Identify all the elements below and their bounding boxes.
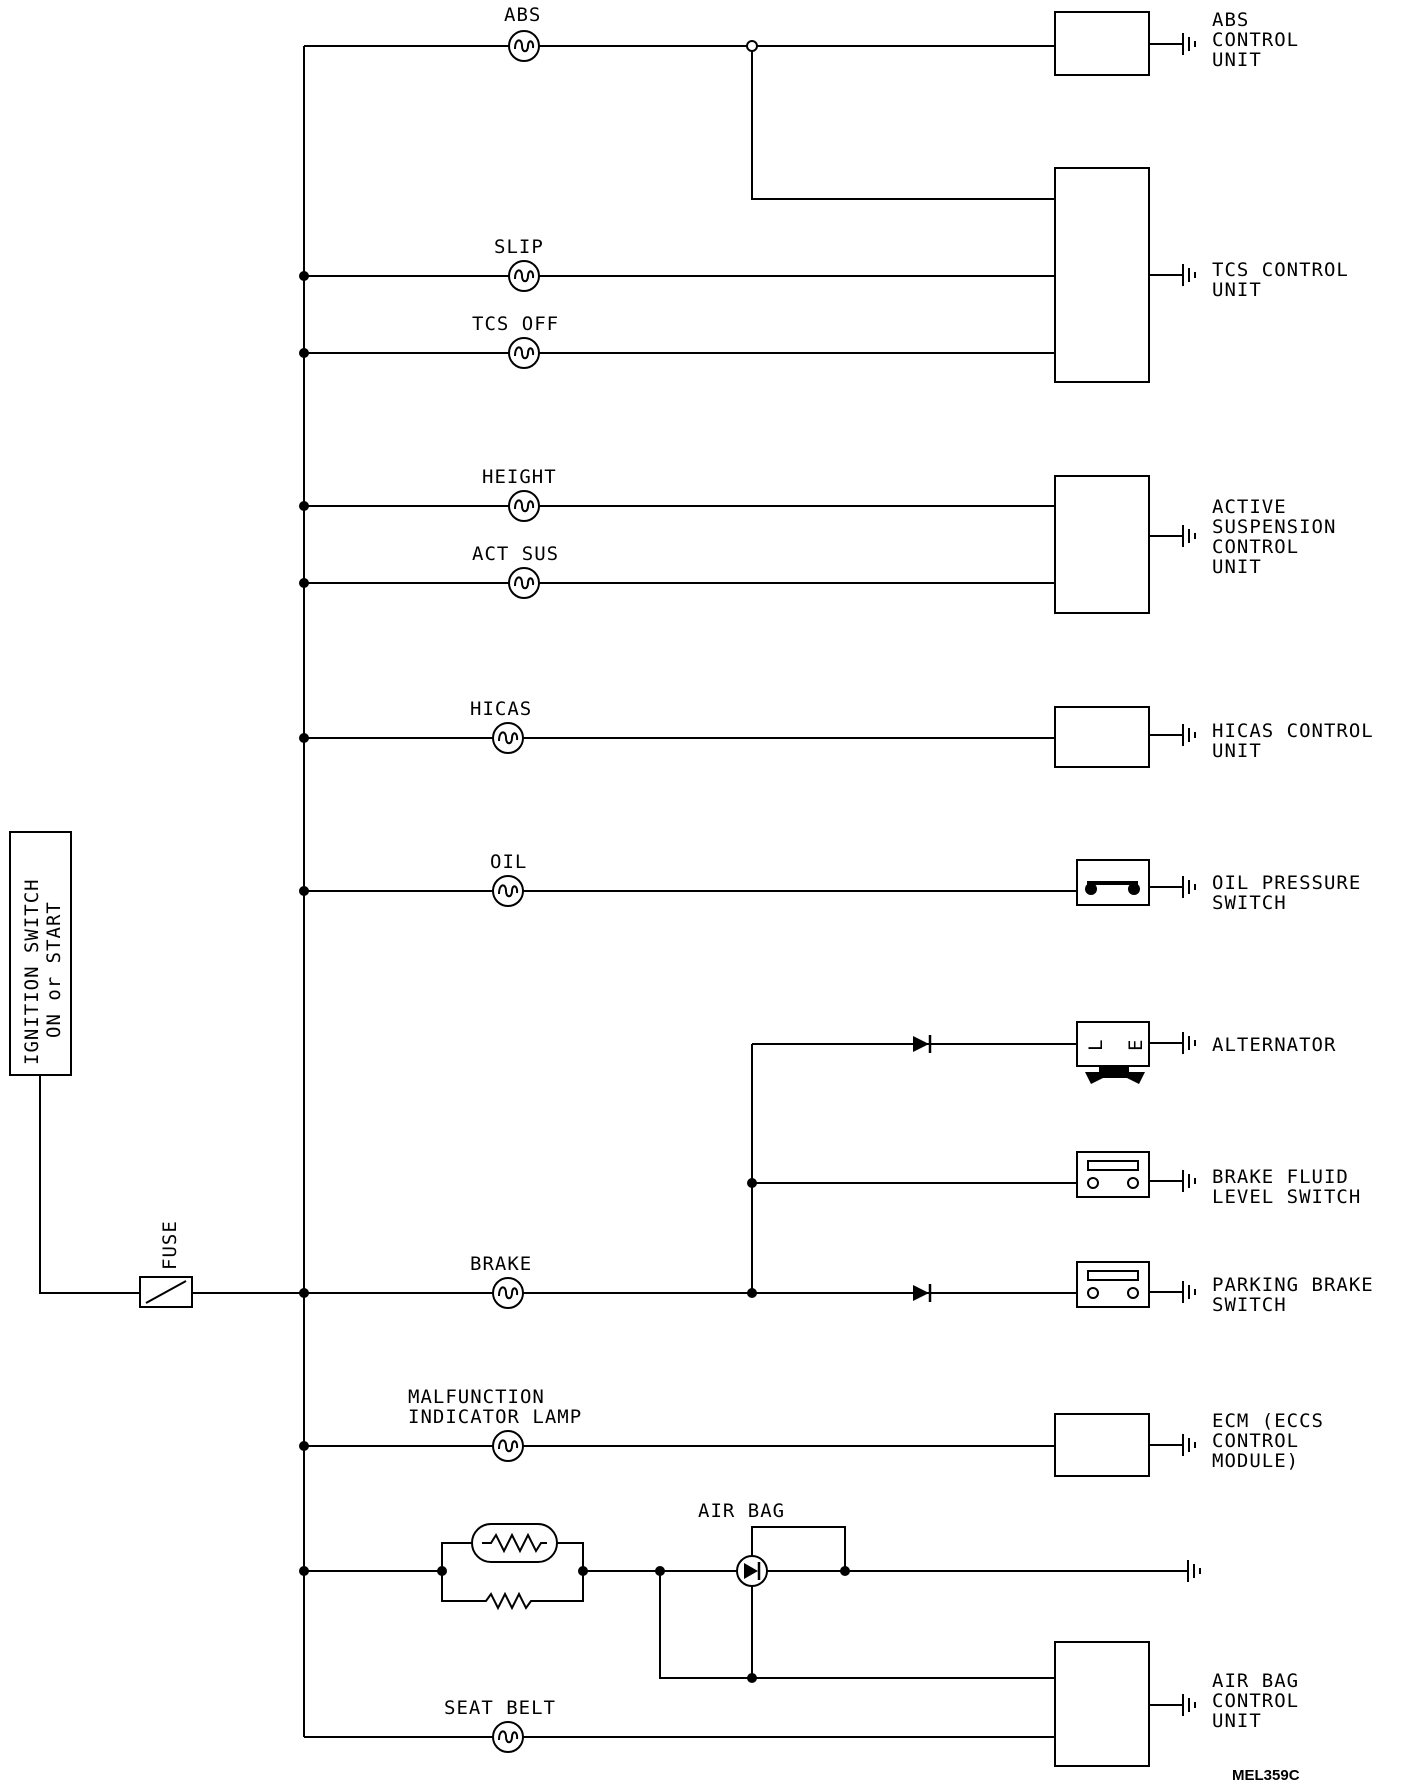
ground-icon: [1148, 1693, 1196, 1717]
alternator: L E: [1076, 1021, 1150, 1084]
active-suspension-label-2: SUSPENSION: [1212, 516, 1336, 538]
abs-warning-lamp: [508, 30, 540, 62]
ecm-control-module: [1054, 1413, 1150, 1477]
brake-lamp-label: BRAKE: [470, 1253, 532, 1275]
active-suspension-label-4: UNIT: [1212, 556, 1262, 578]
oil-switch-label-2: SWITCH: [1212, 892, 1287, 914]
ignition-switch-label-line1: IGNITION SWITCH: [21, 878, 43, 1065]
oil-switch-label-1: OIL PRESSURE: [1212, 872, 1361, 894]
diode-icon: [911, 1033, 932, 1055]
ecm-label-3: MODULE): [1212, 1450, 1299, 1472]
parking-brake-switch: [1076, 1261, 1150, 1308]
ground-icon: [1148, 1433, 1196, 1457]
abs-unit-label-3: UNIT: [1212, 49, 1262, 71]
malfunction-indicator-lamp: [492, 1430, 524, 1462]
tcs-off-lamp: [508, 337, 540, 369]
slip-lamp-label: SLIP: [494, 236, 544, 258]
abs-control-unit: [1054, 11, 1150, 76]
ground-icon: [1148, 524, 1196, 548]
air-bag-circuit: [304, 1523, 1201, 1683]
diode-icon: [911, 1282, 932, 1304]
ground-icon: [1148, 263, 1196, 287]
active-suspension-control-unit: [1054, 475, 1150, 614]
ignition-switch-label-line2: ON or START: [43, 901, 65, 1038]
height-lamp-label: HEIGHT: [482, 466, 557, 488]
brake-lamp: [492, 1277, 524, 1309]
alternator-label: ALTERNATOR: [1212, 1034, 1336, 1056]
height-lamp: [508, 490, 540, 522]
tcs-off-lamp-label: TCS OFF: [472, 313, 559, 335]
tcs-unit-label-1: TCS CONTROL: [1212, 259, 1349, 281]
slip-lamp: [508, 260, 540, 292]
ground-icon: [1148, 875, 1196, 899]
tcs-unit-label-2: UNIT: [1212, 279, 1262, 301]
oil-pressure-switch: [1076, 859, 1150, 906]
mil-label-2: INDICATOR LAMP: [408, 1406, 582, 1428]
tcs-control-unit: [1054, 167, 1150, 383]
abs-unit-label-2: CONTROL: [1212, 29, 1299, 51]
air-bag-unit-label-3: UNIT: [1212, 1710, 1262, 1732]
air-bag-unit-label-2: CONTROL: [1212, 1690, 1299, 1712]
hicas-lamp-label: HICAS: [470, 698, 532, 720]
ground-icon: [1148, 1031, 1196, 1055]
oil-lamp: [492, 875, 524, 907]
hicas-unit-label-2: UNIT: [1212, 740, 1262, 762]
seat-belt-lamp-label: SEAT BELT: [444, 1697, 556, 1719]
parking-brake-label-1: PARKING BRAKE: [1212, 1274, 1374, 1296]
abs-unit-label-1: ABS: [1212, 9, 1249, 31]
brake-fluid-label-1: BRAKE FLUID: [1212, 1166, 1349, 1188]
active-suspension-label-1: ACTIVE: [1212, 496, 1287, 518]
ground-icon: [1148, 1169, 1196, 1193]
air-bag-control-unit: [1054, 1641, 1150, 1767]
ground-icon: [1148, 1280, 1196, 1304]
brake-fluid-level-switch: [1076, 1151, 1150, 1198]
oil-lamp-label: OIL: [490, 851, 527, 873]
mil-label-1: MALFUNCTION: [408, 1386, 545, 1408]
hicas-unit-label-1: HICAS CONTROL: [1212, 720, 1374, 742]
seat-belt-lamp: [492, 1721, 524, 1753]
fuse-label: FUSE: [159, 1220, 181, 1270]
act-sus-lamp: [508, 567, 540, 599]
parking-brake-label-2: SWITCH: [1212, 1294, 1287, 1316]
brake-fluid-label-2: LEVEL SWITCH: [1212, 1186, 1361, 1208]
ecm-label-2: CONTROL: [1212, 1430, 1299, 1452]
air-bag-unit-label-1: AIR BAG: [1212, 1670, 1299, 1692]
ground-icon: [1148, 32, 1196, 56]
alternator-terminal-e: E: [1125, 1039, 1147, 1051]
act-sus-lamp-label: ACT SUS: [472, 543, 559, 565]
abs-lamp-label: ABS: [504, 4, 541, 26]
hicas-control-unit: [1054, 706, 1150, 768]
figure-code: MEL359C: [1232, 1767, 1300, 1784]
ecm-label-1: ECM (ECCS: [1212, 1410, 1324, 1432]
ignition-switch: IGNITION SWITCH ON or START: [9, 831, 72, 1076]
fuse: FUSE: [139, 1220, 193, 1308]
hicas-lamp: [492, 722, 524, 754]
ground-icon: [1148, 723, 1196, 747]
air-bag-lamp-label: AIR BAG: [698, 1500, 785, 1522]
active-suspension-label-3: CONTROL: [1212, 536, 1299, 558]
alternator-terminal-l: L: [1085, 1039, 1107, 1051]
